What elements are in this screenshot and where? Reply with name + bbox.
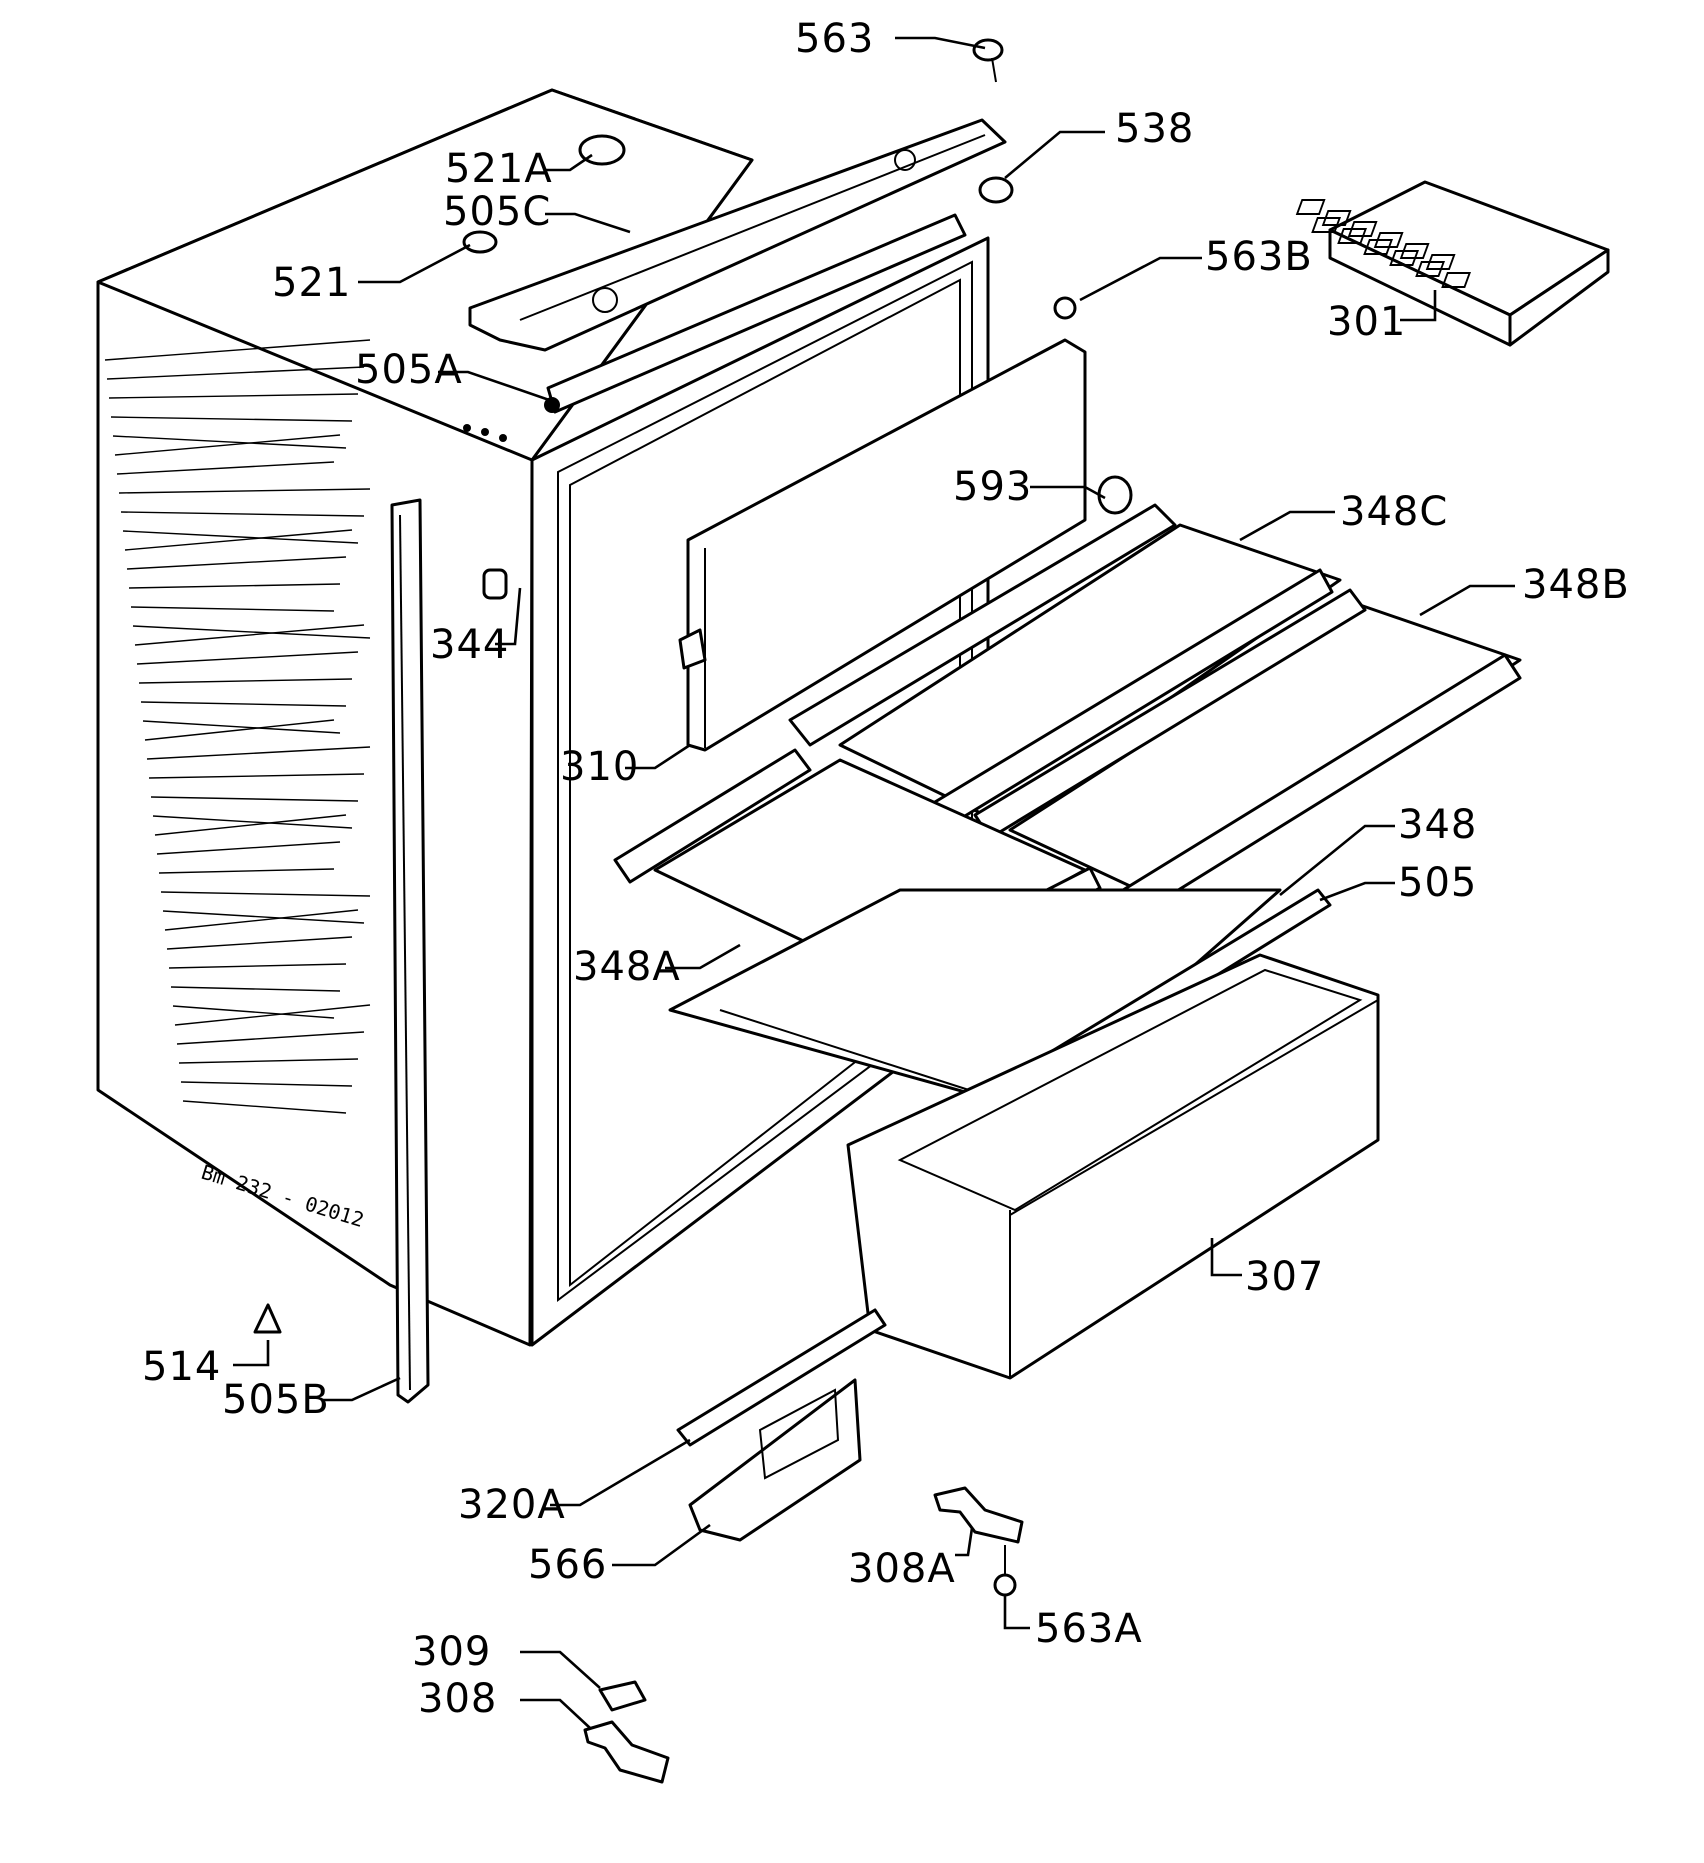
- part-308-hinge: [583, 1720, 670, 1784]
- label-308: 308: [418, 1676, 497, 1722]
- ice-tray-cells: [1295, 199, 1472, 288]
- label-538: 538: [1115, 106, 1194, 152]
- leader-lines: [233, 36, 1515, 1729]
- part-505a-top-rail: [544, 213, 967, 414]
- label-301: 301: [1327, 299, 1406, 345]
- part-309-cap: [598, 1680, 647, 1712]
- label-566: 566: [528, 1542, 607, 1588]
- label-563b: 563B: [1205, 234, 1313, 280]
- label-505b: 505B: [222, 1377, 330, 1423]
- part-344-catch: [482, 568, 508, 600]
- label-563a: 563A: [1035, 1606, 1143, 1652]
- part-563b-screw: [1053, 296, 1077, 320]
- label-308a: 308A: [848, 1546, 956, 1592]
- label-309: 309: [412, 1629, 491, 1675]
- part-308a-hinge: [933, 1486, 1024, 1544]
- label-348: 348: [1398, 802, 1477, 848]
- part-348c-shelf: [788, 503, 1342, 832]
- label-563: 563: [795, 16, 874, 62]
- part-593-stud: [1097, 475, 1133, 515]
- label-320a: 320A: [458, 1482, 566, 1528]
- part-538-hinge-pin: [978, 176, 1014, 204]
- label-348b: 348B: [1522, 562, 1630, 608]
- label-505: 505: [1398, 860, 1477, 906]
- part-521-plug: [462, 230, 498, 254]
- label-348c: 348C: [1340, 489, 1448, 535]
- part-566-handle: [688, 1378, 862, 1542]
- label-348a: 348A: [573, 944, 681, 990]
- part-320a-bracket: [676, 1308, 887, 1447]
- part-563-screw: [972, 38, 1004, 62]
- label-521: 521: [272, 260, 351, 306]
- part-563a-screw: [993, 1573, 1017, 1597]
- part-505c-top-plate: [468, 118, 1007, 352]
- label-593: 593: [953, 464, 1032, 510]
- label-505a: 505A: [355, 347, 463, 393]
- label-307: 307: [1245, 1254, 1324, 1300]
- part-348b-shelf: [973, 588, 1522, 922]
- label-505c: 505C: [443, 189, 551, 235]
- label-514: 514: [142, 1344, 221, 1390]
- part-labels: 563 538 521A 505C 521 563B 301 505A 593 …: [142, 16, 1630, 1722]
- part-514-cap: [253, 1303, 282, 1334]
- label-344: 344: [430, 622, 509, 668]
- side-panel-shading: [104, 339, 371, 1114]
- label-521a: 521A: [445, 146, 553, 192]
- part-301-ice-tray: [1295, 180, 1610, 347]
- label-310: 310: [560, 744, 639, 790]
- part-505b-door-seal: [390, 498, 430, 1404]
- part-348-shelf: [668, 888, 1282, 1112]
